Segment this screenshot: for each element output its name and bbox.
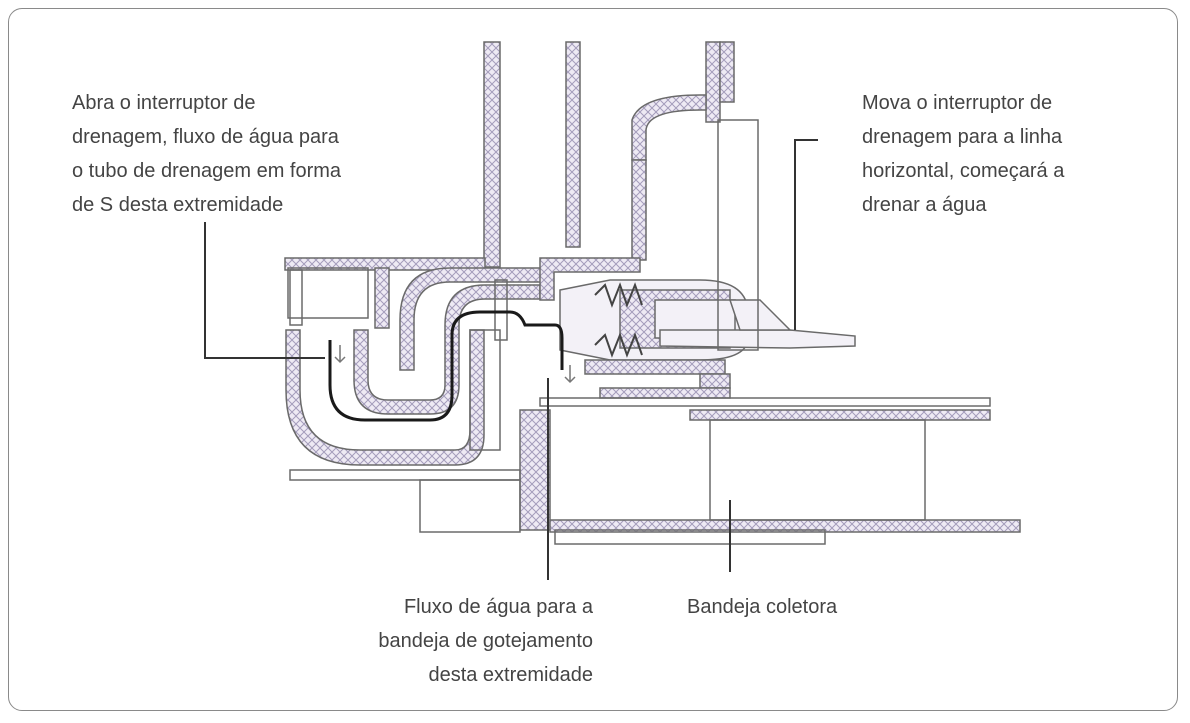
label-move-drain-switch: Mova o interruptor de drenagem para a li…	[862, 92, 1065, 216]
label-collector-tray: Bandeja coletora	[687, 596, 838, 618]
leader-lines	[204, 139, 818, 580]
label-open-drain-switch: Abra o interruptor de drenagem, fluxo de…	[72, 92, 342, 216]
diagram-frame	[8, 8, 1178, 711]
flow-arrows	[334, 345, 576, 384]
s-trap-flow-line	[328, 310, 564, 422]
housing-walls	[284, 41, 1021, 545]
label-drip-tray-flow: Fluxo de água para a bandeja de gotejame…	[378, 596, 593, 686]
